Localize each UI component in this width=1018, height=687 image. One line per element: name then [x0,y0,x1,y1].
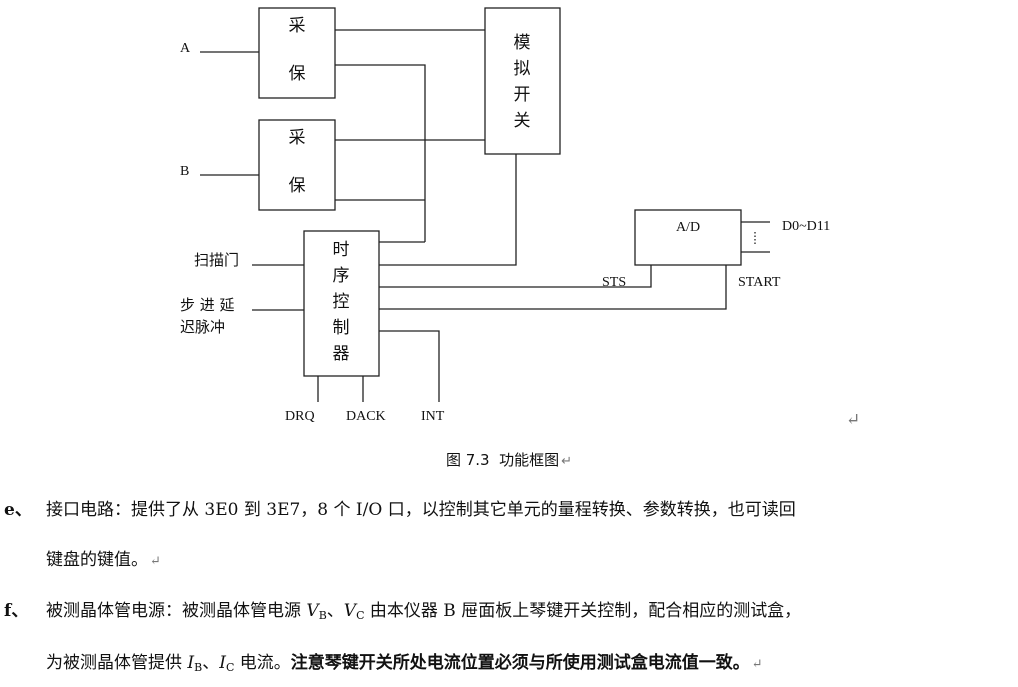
item-f-ib-sub: B [194,661,203,674]
analog-switch-box [484,7,561,155]
caption-return-mark: ↵ [561,454,573,469]
sample-hold-1-box [258,7,336,99]
data-bus-label: D0~D11 [782,219,830,234]
switch-output-line [379,154,517,266]
timing-to-sh1-control [335,64,426,242]
analog-switch-label-2: 拟 [514,59,531,79]
caption-label: 图 7.3 [445,451,490,469]
sample-hold-2-label-1: 采 [289,128,306,148]
item-f-text-2b: 电流。 [234,653,291,673]
item-e-return-mark: ↵ [150,554,161,569]
item-f-ib: I [187,653,195,673]
int-label: INT [421,409,445,424]
ad-converter-label: A/D [676,220,700,235]
dack-label: DACK [346,409,386,424]
timing-controller-box [303,230,380,377]
int-line [379,330,440,402]
analog-switch-label-3: 开 [514,85,531,105]
item-f-ic-sub: C [225,661,235,674]
item-f-vb: V [306,601,319,621]
start-line [379,265,727,310]
item-e-line-2-text: 键盘的键值。 [46,550,148,570]
sample-hold-2-label-2: 保 [289,176,306,196]
item-f-sep-2: 、 [202,653,220,673]
item-f-vc: V [343,601,357,621]
sample-hold-1-label-1: 采 [289,16,306,36]
sample-hold-1-label-2: 保 [289,64,306,84]
item-f-text-2a: 为被测晶体管提供 [46,653,188,673]
input-b-label: B [180,164,189,179]
function-block-diagram: 采 保 采 保 模 拟 开 关 时 序 控 制 器 A/D A B 扫描门 步 … [180,7,860,430]
start-label: START [738,275,781,290]
timing-controller-label-3: 控 [333,292,350,312]
timing-controller-label-4: 制 [333,318,350,338]
item-f-bold-note: 注意琴键开关所处电流位置必须与所使用测试盒电流值一致。 [290,653,750,673]
ad-converter-box [634,209,742,266]
analog-switch-label-4: 关 [514,111,531,131]
item-f-marker: f、 [4,601,29,621]
step-delay-label-2: 迟脉冲 [180,318,225,336]
item-e-line-2: 键盘的键值。↵ [46,545,161,570]
drq-label: DRQ [285,409,315,424]
sample-hold-2-box [258,119,336,211]
input-a-label: A [180,41,191,56]
timing-controller-label-1: 时 [333,240,350,260]
timing-controller-label-5: 器 [333,344,350,364]
analog-switch-label-1: 模 [514,33,531,53]
timing-controller-label-2: 序 [333,266,350,286]
item-f-vb-sub: B [318,609,327,622]
item-f-text-1a: 被测晶体管电源：被测晶体管电源 [46,601,307,621]
item-f-line-1: 被测晶体管电源：被测晶体管电源 VB、VC 由本仪器 B 屉面板上琴键开关控制，… [46,596,801,622]
item-e-marker: e、 [4,500,32,520]
item-f-vc-sub: C [356,609,365,622]
caption-title: 功能框图 [499,451,560,469]
step-delay-label-1: 步 进 延 [180,296,235,314]
item-f-text-1b: 由本仪器 B 屉面板上琴键开关控制，配合相应的测试盒， [364,601,802,621]
item-e-line-1: 接口电路：提供了从 3E0 到 3E7，8 个 I/O 口，以控制其它单元的量程… [46,500,796,520]
item-f-return-mark: ↵ [751,657,763,672]
scan-gate-label: 扫描门 [194,251,239,269]
sts-label: STS [602,275,626,290]
return-mark: ↵ [846,410,860,430]
item-f-sep-1: 、 [326,601,344,621]
sts-line [379,265,652,288]
item-f-ic: I [219,653,226,673]
figure-caption: 图 7.3 功能框图↵ [0,449,1018,470]
item-f-line-2: 为被测晶体管提供 IB、IC 电流。注意琴键开关所处电流位置必须与所使用测试盒电… [46,648,763,674]
